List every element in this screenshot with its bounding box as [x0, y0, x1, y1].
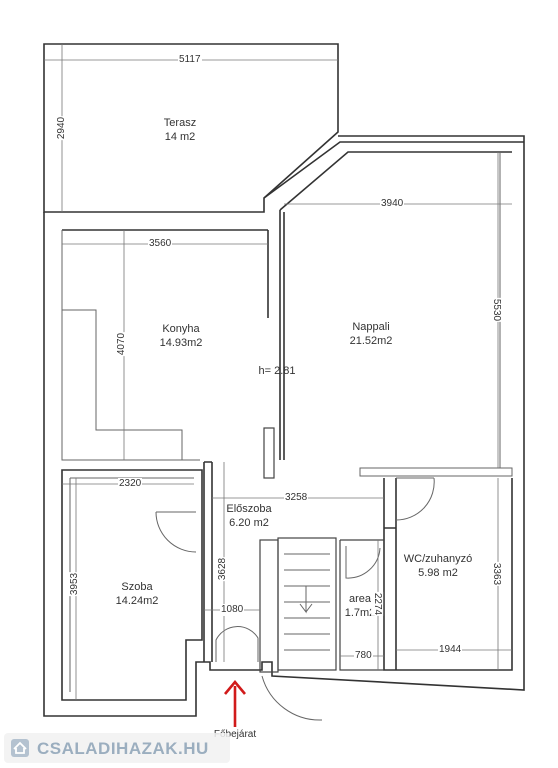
dim-bath-depth: 3363 — [490, 561, 503, 587]
door-storage — [345, 546, 381, 579]
stair-wall-left — [259, 539, 279, 673]
stair-area-name: area — [348, 593, 372, 605]
dim-stair-small: 780 — [354, 650, 373, 662]
room-name: Szoba — [121, 581, 153, 593]
hall-post — [263, 427, 275, 479]
bath-label: WC/zuhanyzó 5.98 m2 — [400, 552, 476, 580]
hall-walls — [203, 461, 213, 662]
kitchen-name: Konyha — [162, 323, 200, 335]
stair-area-walls — [339, 539, 384, 671]
terrace-name: Terasz — [163, 117, 197, 129]
bath-area: 5.98 m2 — [418, 567, 458, 579]
kitchen-area: 14.93m2 — [159, 337, 203, 349]
stair-treads — [284, 553, 330, 651]
dim-room-width: 2320 — [118, 478, 143, 490]
dim-kitchen-depth: 4070 — [116, 331, 129, 357]
living-slant-wall — [263, 141, 524, 211]
watermark: CSALADIHAZAK.HU — [4, 733, 230, 763]
dim-terrace-width: 5117 — [178, 54, 202, 66]
dim-living-depth: 5530 — [490, 297, 503, 323]
dim-bath-width: 1944 — [438, 644, 463, 656]
dim-living-width: 3940 — [380, 198, 405, 210]
watermark-text: CSALADIHAZAK.HU — [37, 739, 209, 758]
stair-area-area: 1.7m2 — [344, 607, 376, 619]
dim-terrace-depth: 2940 — [56, 115, 69, 141]
living-area: 21.52m2 — [349, 335, 393, 347]
kitchen-right-wall — [267, 210, 285, 460]
dim-hall-small: 1080 — [220, 604, 245, 616]
hall-name: Előszoba — [226, 503, 272, 515]
entrance-label: Főbejárat — [213, 729, 257, 740]
room-walls — [61, 469, 203, 701]
hall-label: Előszoba 6.20 m2 — [214, 502, 284, 530]
bath-walls — [383, 478, 513, 671]
dim-hall-width: 3258 — [284, 492, 309, 504]
kitchen-counter — [61, 230, 200, 461]
dim-stair-depth: 2274 — [371, 591, 384, 617]
living-name: Nappali — [352, 321, 390, 333]
door-main — [215, 626, 259, 662]
ceiling-height: h= 2.81 — [258, 365, 296, 377]
terrace-label: Terasz 14 m2 — [150, 116, 210, 144]
door-bath — [395, 477, 435, 521]
house-logo-icon — [11, 739, 29, 757]
dim-room-depth: 3953 — [69, 571, 82, 597]
dim-kitchen-width: 3560 — [148, 238, 173, 250]
stair-area-label: area 1.7m2 — [336, 592, 384, 620]
dim-hall-depth: 3628 — [217, 556, 230, 582]
entrance-arrow — [224, 679, 246, 727]
outer-wall — [43, 135, 525, 717]
living-label: Nappali 21.52m2 — [336, 320, 406, 348]
hall-area: 6.20 m2 — [229, 517, 269, 529]
door-outer — [261, 675, 323, 721]
bath-name: WC/zuhanyzó — [403, 553, 473, 565]
door-room — [155, 511, 197, 553]
room-area: 14.24m2 — [115, 595, 159, 607]
terrace-area: 14 m2 — [164, 131, 196, 143]
kitchen-label: Konyha 14.93m2 — [146, 322, 216, 350]
room-label: Szoba 14.24m2 — [102, 580, 172, 608]
